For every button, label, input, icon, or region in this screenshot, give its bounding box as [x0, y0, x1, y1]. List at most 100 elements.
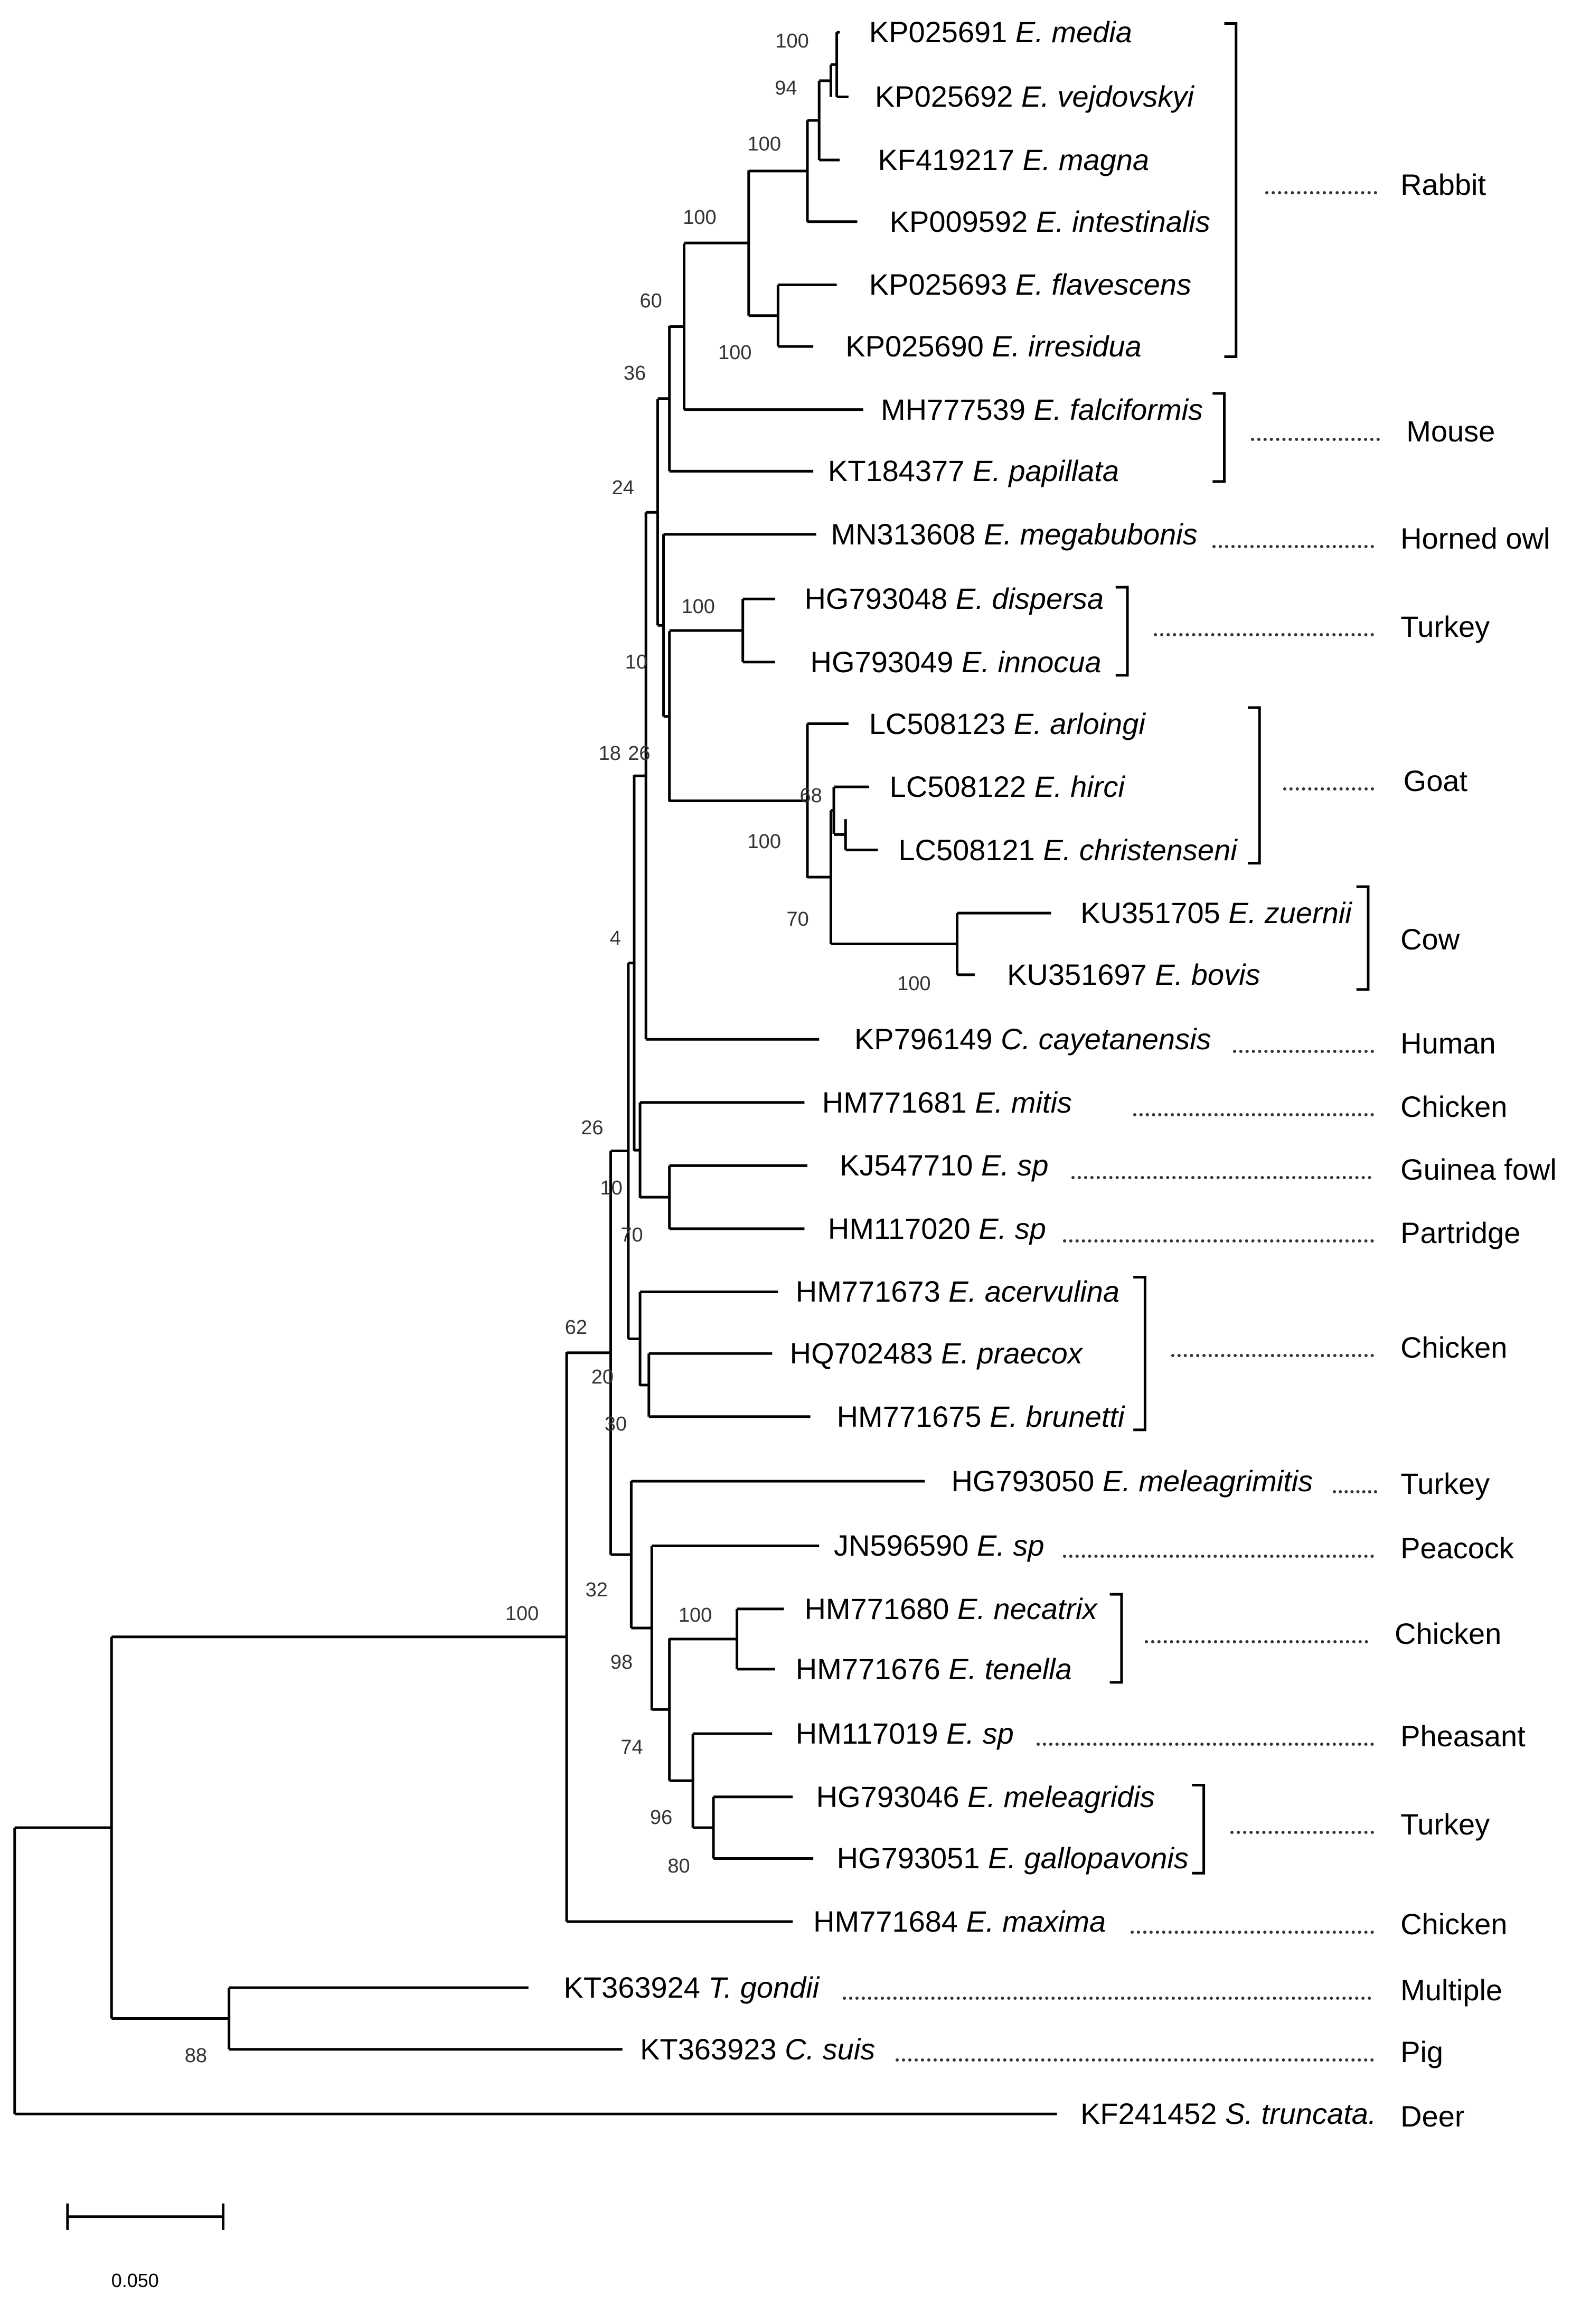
species-name: E. papillata — [972, 454, 1119, 488]
taxon-label-hm771681: HM771681 E. mitis — [822, 1087, 1072, 1117]
bootstrap-value: 100 — [681, 595, 715, 618]
species-name: E. sp — [981, 1149, 1049, 1182]
leader-dots — [895, 2058, 1375, 2062]
scale-bar-label: 0.050 — [111, 2269, 159, 2291]
host-label: Human — [1400, 1027, 1496, 1060]
accession-number: KP796149 — [854, 1022, 993, 1056]
accession-number: JN596590 — [834, 1529, 969, 1563]
species-name: E. zuernii — [1228, 896, 1352, 930]
leader-dots — [1062, 1239, 1375, 1243]
leader-dots — [1230, 1831, 1375, 1834]
taxon-label-hm771684: HM771684 E. maxima — [813, 1907, 1106, 1936]
bootstrap-value: 32 — [585, 1579, 608, 1602]
accession-number: KJ547710 — [840, 1149, 973, 1182]
leader-dots — [1212, 544, 1375, 548]
bootstrap-value: 20 — [591, 1366, 614, 1389]
accession-number: KT184377 — [827, 454, 965, 488]
leader-dots — [1130, 1931, 1375, 1934]
species-name: E. necatrix — [957, 1592, 1097, 1625]
accession-number: HM771675 — [836, 1399, 982, 1433]
taxon-label-kf419217: KF419217 E. magna — [878, 145, 1149, 175]
host-bracket — [1212, 392, 1226, 483]
accession-number: KT363924 — [563, 1971, 700, 2005]
bootstrap-value: 100 — [683, 206, 717, 229]
taxon-label-hm117020: HM117020 E. sp — [828, 1213, 1046, 1244]
leader-dots — [842, 1997, 1371, 2000]
taxon-label-hg793048: HG793048 E. dispersa — [804, 584, 1104, 614]
accession-number: KP025691 — [869, 15, 1008, 49]
bootstrap-value: 70 — [620, 1224, 643, 1246]
species-name: E. bovis — [1155, 957, 1260, 991]
species-name: E. meleagrimitis — [1102, 1464, 1313, 1498]
taxon-label-kt363924: KT363924 T. gondii — [564, 1973, 820, 2002]
species-name: E. maxima — [966, 1905, 1106, 1939]
host-label: Peacock — [1400, 1531, 1514, 1565]
bootstrap-value: 18 — [598, 742, 621, 765]
accession-number: HM117019 — [795, 1717, 938, 1751]
leader-dots — [1154, 633, 1375, 636]
bootstrap-value: 70 — [786, 908, 809, 930]
host-label: Pheasant — [1400, 1719, 1526, 1753]
taxon-label-hm771673: HM771673 E. acervulina — [796, 1277, 1119, 1306]
bootstrap-value: 100 — [775, 30, 809, 53]
accession-number: HG793046 — [816, 1780, 959, 1813]
host-label: Chicken — [1400, 1330, 1508, 1364]
species-name: E. christenseni — [1043, 833, 1237, 867]
species-name: E. vejdovskyi — [1021, 80, 1194, 114]
taxon-label-lc508123: LC508123 E. arloingi — [869, 709, 1145, 739]
bootstrap-value: 100 — [678, 1604, 712, 1626]
host-label: Partridge — [1400, 1216, 1521, 1249]
bootstrap-value: 10 — [625, 651, 647, 674]
host-label: Chicken — [1395, 1616, 1502, 1650]
species-name: T. gondii — [708, 1971, 820, 2005]
bootstrap-value: 4 — [609, 927, 621, 949]
taxon-label-hg793050: HG793050 E. meleagrimitis — [951, 1466, 1313, 1496]
taxon-label-hm117019: HM117019 E. sp — [796, 1719, 1014, 1748]
host-label: Rabbit — [1400, 167, 1486, 201]
taxon-label-kp009592: KP009592 E. intestinalis — [890, 206, 1210, 237]
host-bracket — [1224, 22, 1238, 359]
accession-number: HM771680 — [804, 1592, 949, 1625]
bootstrap-value: 80 — [667, 1855, 690, 1877]
leader-dots — [1171, 1353, 1375, 1357]
species-name: E. hirci — [1034, 770, 1125, 804]
species-name: E. acervulina — [948, 1275, 1120, 1309]
host-label: Chicken — [1400, 1089, 1508, 1123]
taxon-label-ku351697: KU351697 E. bovis — [1007, 957, 1260, 991]
leader-dots — [1233, 1050, 1375, 1053]
taxon-label-hg793049: HG793049 E. innocua — [811, 647, 1102, 677]
species-name: E. brunetti — [990, 1399, 1125, 1433]
bootstrap-value: 94 — [775, 77, 797, 100]
taxon-label-hg793046: HG793046 E. meleagridis — [816, 1782, 1155, 1812]
species-name: E. falciformis — [1033, 392, 1203, 426]
accession-number: MH777539 — [881, 392, 1025, 426]
taxon-label-kp025692: KP025692 E. vejdovskyi — [875, 82, 1194, 111]
species-name: E. meleagridis — [967, 1780, 1155, 1813]
host-label: Cow — [1400, 922, 1460, 956]
taxon-label-kp796149: KP796149 C. cayetanensis — [854, 1024, 1211, 1054]
taxon-label-hm771680: HM771680 E. necatrix — [804, 1594, 1097, 1624]
leader-dots — [1283, 787, 1375, 791]
species-name: E. sp — [946, 1717, 1014, 1751]
accession-number: HM771684 — [813, 1905, 958, 1939]
leader-dots — [1250, 437, 1380, 441]
accession-number: KP025692 — [874, 80, 1013, 114]
accession-number: KF241452 — [1080, 2097, 1217, 2131]
species-name: E. arloingi — [1013, 707, 1145, 740]
species-name: E. irresidua — [992, 330, 1142, 363]
host-label: Chicken — [1400, 1907, 1508, 1941]
accession-number: KU351705 — [1080, 896, 1220, 930]
bootstrap-value: 36 — [623, 362, 646, 384]
species-name: E. magna — [1022, 143, 1150, 177]
bootstrap-value: 100 — [897, 973, 931, 995]
accession-number: LC508121 — [898, 833, 1035, 867]
accession-number: MN313608 — [831, 517, 976, 551]
host-bracket — [1133, 1276, 1146, 1432]
leader-dots — [1062, 1555, 1375, 1558]
species-name: C. cayetanensis — [1001, 1022, 1211, 1056]
taxon-label-hm771676: HM771676 E. tenella — [796, 1654, 1072, 1684]
leader-dots — [1265, 191, 1377, 194]
accession-number: HG793050 — [951, 1464, 1095, 1498]
bootstrap-value: 60 — [639, 290, 662, 313]
